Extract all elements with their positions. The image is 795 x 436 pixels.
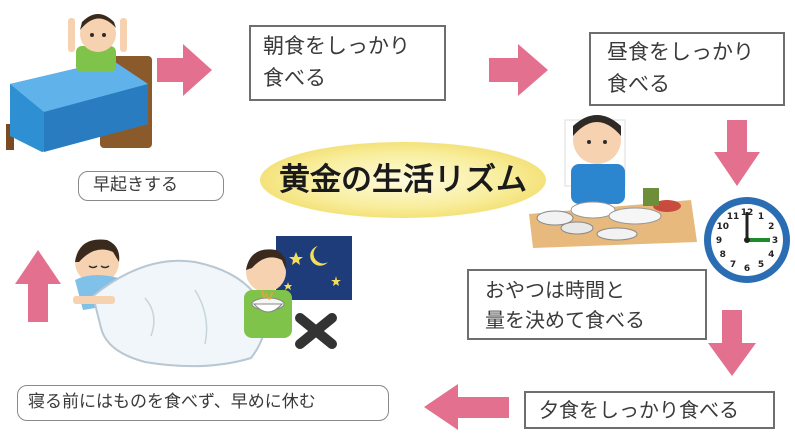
night-snack-illustration xyxy=(244,236,352,349)
clock-numeral: 2 xyxy=(768,222,774,232)
clock-numeral: 8 xyxy=(720,250,726,260)
step-dinner-box: 夕食をしっかり食べる xyxy=(524,391,775,429)
clock-numeral: 5 xyxy=(758,260,764,270)
diagram-title-ellipse: 黄金の生活リズム xyxy=(258,140,548,220)
title-glow-shape xyxy=(260,142,546,218)
step-lunch-box: 昼食をしっかり 食べる xyxy=(589,32,785,106)
arrow-down-2 xyxy=(708,310,756,376)
clock-numeral: 9 xyxy=(716,236,722,246)
wake-up-illustration xyxy=(6,14,152,152)
clock-numeral: 6 xyxy=(744,264,750,274)
clock-numeral: 4 xyxy=(768,250,774,260)
clock-numeral: 11 xyxy=(727,212,740,222)
arrow-right-1 xyxy=(157,44,212,96)
clock-numeral: 3 xyxy=(772,236,778,246)
clock-numeral: 1 xyxy=(758,212,764,222)
arrow-left-1 xyxy=(424,384,509,430)
clock-numeral: 7 xyxy=(730,260,736,270)
arrow-right-2 xyxy=(489,44,548,96)
step-snack-box: おやつは時間と 量を決めて食べる xyxy=(467,269,707,340)
step-sleep-box: 寝る前にはものを食べず、早めに休む xyxy=(17,385,389,421)
diagram-title: 黄金の生活リズム xyxy=(279,162,527,198)
clock-numeral: 10 xyxy=(717,222,730,232)
arrow-down-1 xyxy=(714,120,760,186)
step-wake-box: 早起きする xyxy=(78,171,224,201)
clock-icon: 121234567891011 xyxy=(704,197,790,283)
lunch-illustration xyxy=(529,115,697,248)
step-breakfast-box: 朝食をしっかり 食べる xyxy=(249,25,446,101)
arrow-up-1 xyxy=(15,250,61,322)
